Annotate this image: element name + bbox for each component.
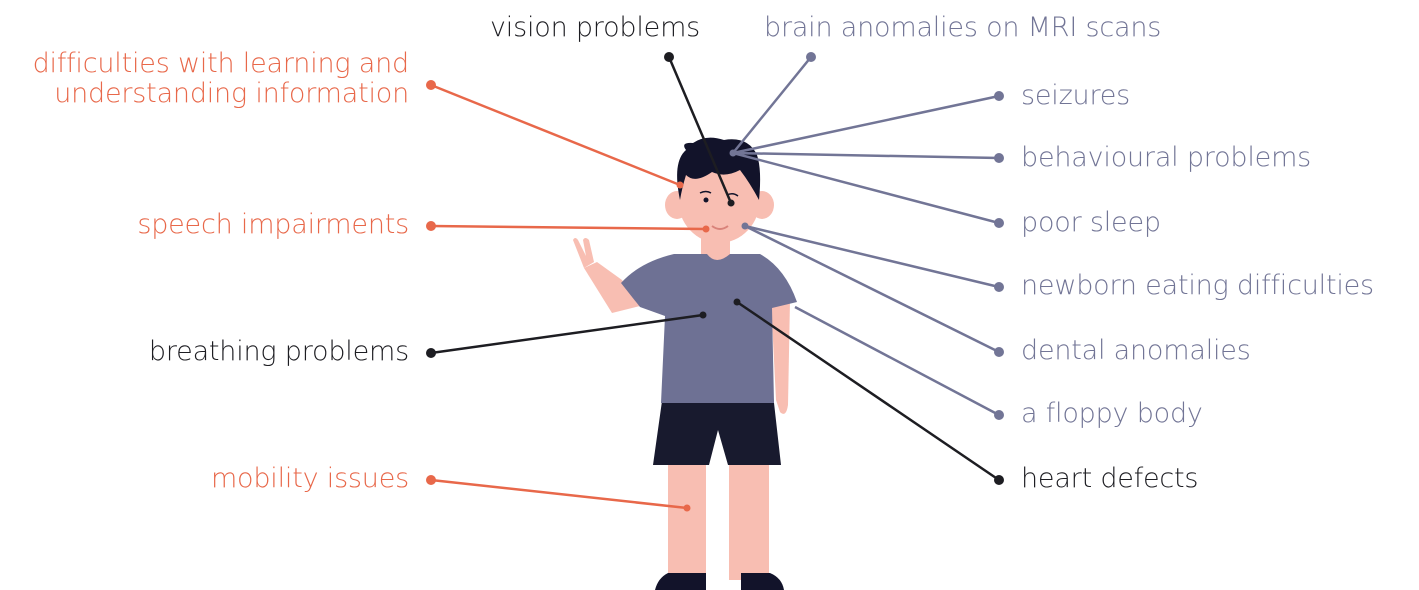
label-learning-line1: difficulties with learning and <box>33 49 409 79</box>
dot-mouth-hub <box>742 223 749 230</box>
child-illustration <box>573 138 797 590</box>
label-seizures: seizures <box>1021 81 1130 111</box>
dot-breathing-start <box>700 312 707 319</box>
connector-behavioural <box>733 153 999 158</box>
label-mobility: mobility issues <box>211 464 409 494</box>
dot-floppy-end <box>994 410 1004 420</box>
label-newborn: newborn eating difficulties <box>1021 271 1374 301</box>
label-learning: difficulties with learning and understan… <box>33 49 409 109</box>
label-breathing: breathing problems <box>149 337 409 367</box>
dot-learning-start <box>677 182 684 189</box>
label-learning-line2: understanding information <box>33 79 409 109</box>
label-vision: vision problems <box>490 13 700 43</box>
dot-dental-end <box>994 347 1004 357</box>
left-leg <box>668 455 706 580</box>
dot-head-hub <box>730 150 737 157</box>
dot-seizures-end <box>994 91 1004 101</box>
raised-hand <box>573 238 594 268</box>
dot-speech-end <box>426 221 436 231</box>
dot-vision-end <box>664 52 674 62</box>
dot-behavioural-end <box>994 153 1004 163</box>
dot-heart-start <box>734 299 741 306</box>
shorts <box>653 394 781 465</box>
label-brain: brain anomalies on MRI scans <box>764 13 1161 43</box>
connector-speech <box>431 226 706 229</box>
connector-mobility <box>431 480 687 508</box>
dot-mobility-end <box>426 475 436 485</box>
label-heart: heart defects <box>1021 464 1198 494</box>
dot-sleep-end <box>994 218 1004 228</box>
dot-newborn-end <box>994 282 1004 292</box>
left-shoe <box>655 573 706 590</box>
label-floppy: a floppy body <box>1021 399 1203 429</box>
right-leg <box>729 455 769 580</box>
dot-brain-end <box>806 52 816 62</box>
dot-breathing-end <box>426 348 436 358</box>
connector-learning <box>431 85 680 185</box>
left-eye <box>704 198 709 203</box>
dot-vision-start <box>728 200 735 207</box>
label-dental: dental anomalies <box>1021 336 1251 366</box>
label-sleep: poor sleep <box>1021 208 1161 238</box>
dot-mobility-start <box>684 505 691 512</box>
label-speech: speech impairments <box>137 210 409 240</box>
dot-speech-start <box>703 226 710 233</box>
dot-learning-end <box>426 80 436 90</box>
connector-sleep <box>733 153 999 223</box>
connector-breathing <box>431 315 703 353</box>
shirt <box>621 254 797 403</box>
right-shoe <box>741 573 784 590</box>
label-behavioural: behavioural problems <box>1021 143 1311 173</box>
dot-heart-end <box>994 475 1004 485</box>
